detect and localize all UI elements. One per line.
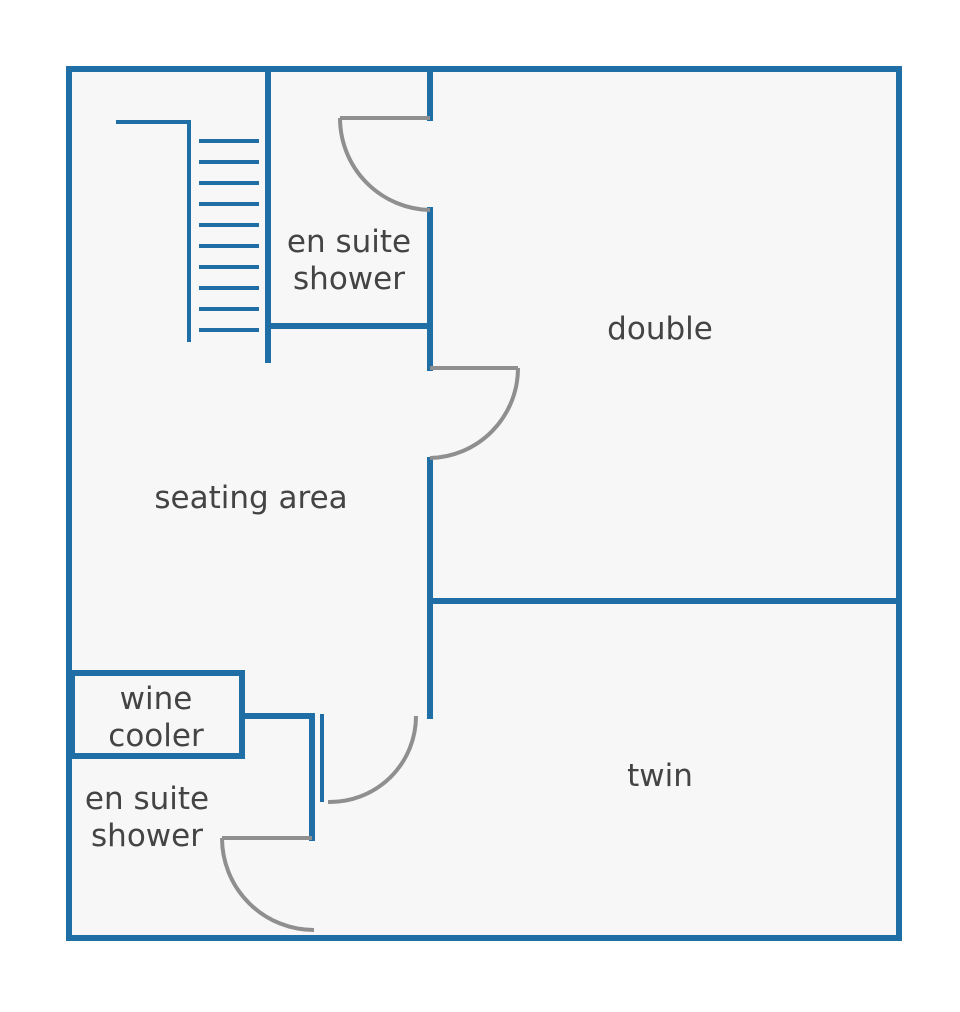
room-label-en-suite-bottom-line1: en suite xyxy=(85,781,209,817)
room-label-en-suite-bottom-line2: shower xyxy=(91,818,203,854)
room-label-twin: twin xyxy=(627,758,693,794)
room-label-double: double xyxy=(607,311,713,347)
outer-wall xyxy=(66,66,902,941)
room-label-seating-area: seating area xyxy=(154,480,347,516)
floor-area xyxy=(69,69,899,938)
room-label-wine-cooler-line2: cooler xyxy=(108,718,204,754)
room-label-wine-cooler-line1: wine xyxy=(120,681,193,717)
interior-walls xyxy=(69,69,899,841)
room-label-en-suite-top-line1: en suite xyxy=(287,224,411,260)
room-label-en-suite-top-line2: shower xyxy=(293,261,405,297)
staircase-icon xyxy=(116,120,259,342)
door-swing-icon xyxy=(220,116,520,932)
